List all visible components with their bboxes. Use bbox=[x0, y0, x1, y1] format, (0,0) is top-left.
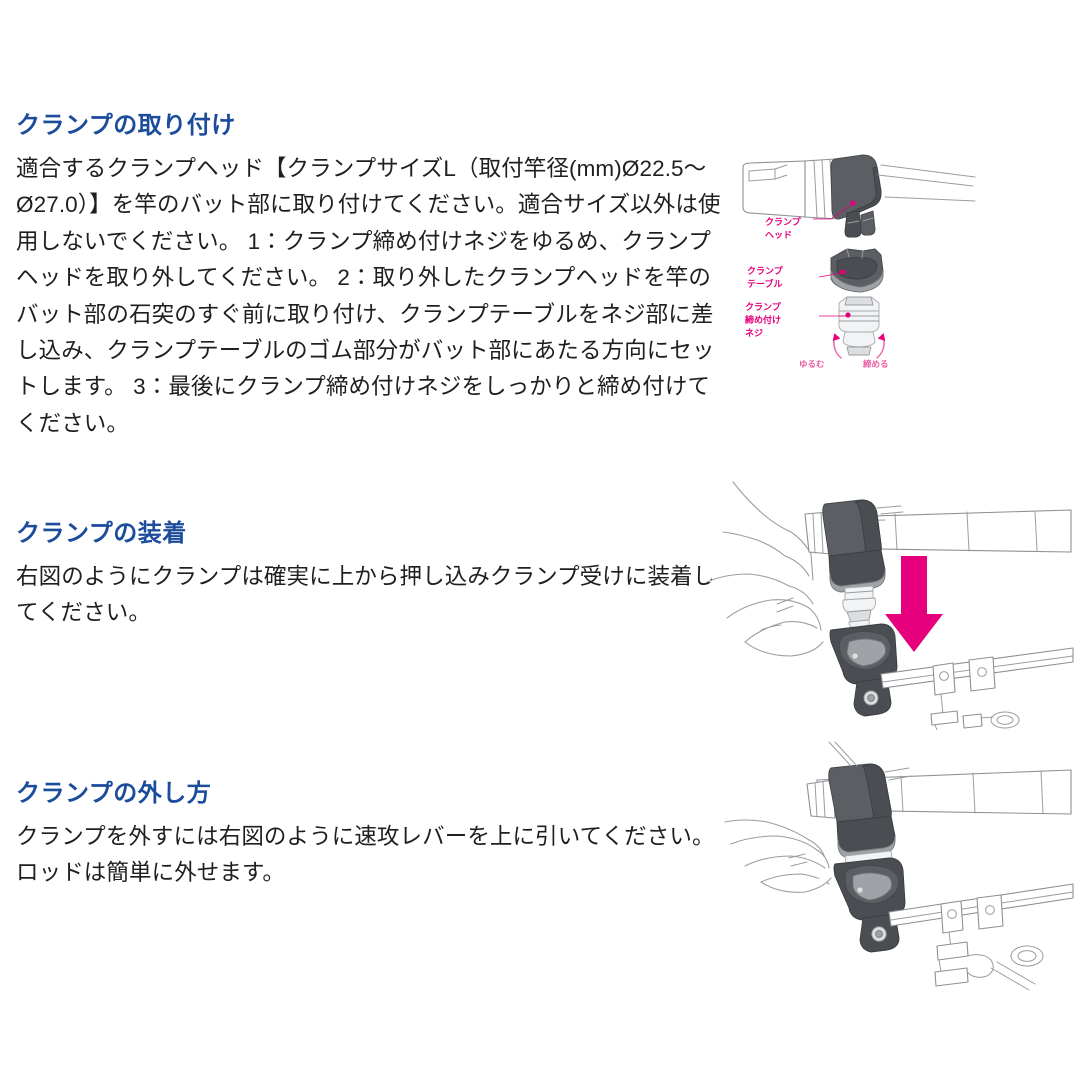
section-body-installation: 適合するクランプヘッド【クランプサイズL（取付竿径(mm)Ø22.5〜Ø27.0… bbox=[16, 155, 721, 436]
callout-dot-clamp-head bbox=[850, 200, 856, 206]
section-heading-installation: クランプの取り付け bbox=[16, 112, 236, 139]
rod-butt-illustration bbox=[742, 158, 840, 220]
figure-exploded-clamp: クランプ ヘッド クランプ テーブル bbox=[735, 145, 1070, 375]
label-clamp-screw-line1: クランプ bbox=[745, 301, 782, 312]
section-heading-removal: クランプの外し方 bbox=[16, 780, 212, 807]
down-arrow-icon bbox=[885, 556, 943, 652]
clamp-receiver-removal bbox=[833, 857, 906, 953]
callout-dot-clamp-table bbox=[840, 269, 846, 275]
rail-and-hardware bbox=[880, 647, 1074, 730]
figure-clamp-mounting bbox=[705, 470, 1075, 730]
callout-dot-clamp-screw bbox=[845, 312, 851, 318]
label-rotate-loosen: ゆるむ bbox=[799, 359, 825, 369]
section-body-removal: クランプを外すには右図のように速攻レバーを上に引いてください。ロッドは簡単に外せ… bbox=[16, 823, 715, 886]
section-clamp-mounting: クランプの装着 右図のようにクランプは確実に上から押し込みクランプ受けに装着して… bbox=[16, 520, 722, 632]
clamp-head-part bbox=[830, 154, 976, 238]
clamp-receiver bbox=[829, 623, 898, 717]
label-rotate-tighten: 締める bbox=[862, 359, 889, 369]
hand-illustration bbox=[706, 481, 824, 657]
label-clamp-table-line2: テーブル bbox=[747, 278, 782, 289]
callout-line-clamp-table bbox=[818, 272, 842, 278]
label-clamp-head-line2: ヘッド bbox=[765, 230, 792, 240]
rotation-arrows bbox=[832, 333, 886, 359]
quick-lever bbox=[828, 741, 852, 767]
section-clamp-removal: クランプの外し方 クランプを外すには右図のように速攻レバーを上に引いてください。… bbox=[16, 780, 722, 892]
section-clamp-installation: クランプの取り付け 適合するクランプヘッド【クランプサイズL（取付竿径(mm)Ø… bbox=[16, 112, 722, 442]
label-clamp-table-line1: クランプ bbox=[747, 265, 784, 276]
clamp-head-mounted bbox=[822, 499, 904, 631]
clamp-screw-part bbox=[838, 296, 880, 356]
clamp-table-part bbox=[830, 248, 884, 293]
label-clamp-head-line1: クランプ bbox=[765, 216, 802, 227]
figure-clamp-removal bbox=[705, 740, 1075, 1000]
callout-line-clamp-head bbox=[813, 204, 852, 220]
hand-illustration-removal bbox=[724, 819, 832, 893]
label-clamp-screw-line3: ネジ bbox=[745, 328, 763, 338]
rail-and-hardware-removal bbox=[888, 883, 1074, 991]
label-clamp-screw-line2: 締め付け bbox=[744, 314, 781, 325]
section-body-mounting: 右図のようにクランプは確実に上から押し込みクランプ受けに装着してください。 bbox=[16, 563, 716, 626]
section-heading-mounting: クランプの装着 bbox=[16, 520, 187, 547]
